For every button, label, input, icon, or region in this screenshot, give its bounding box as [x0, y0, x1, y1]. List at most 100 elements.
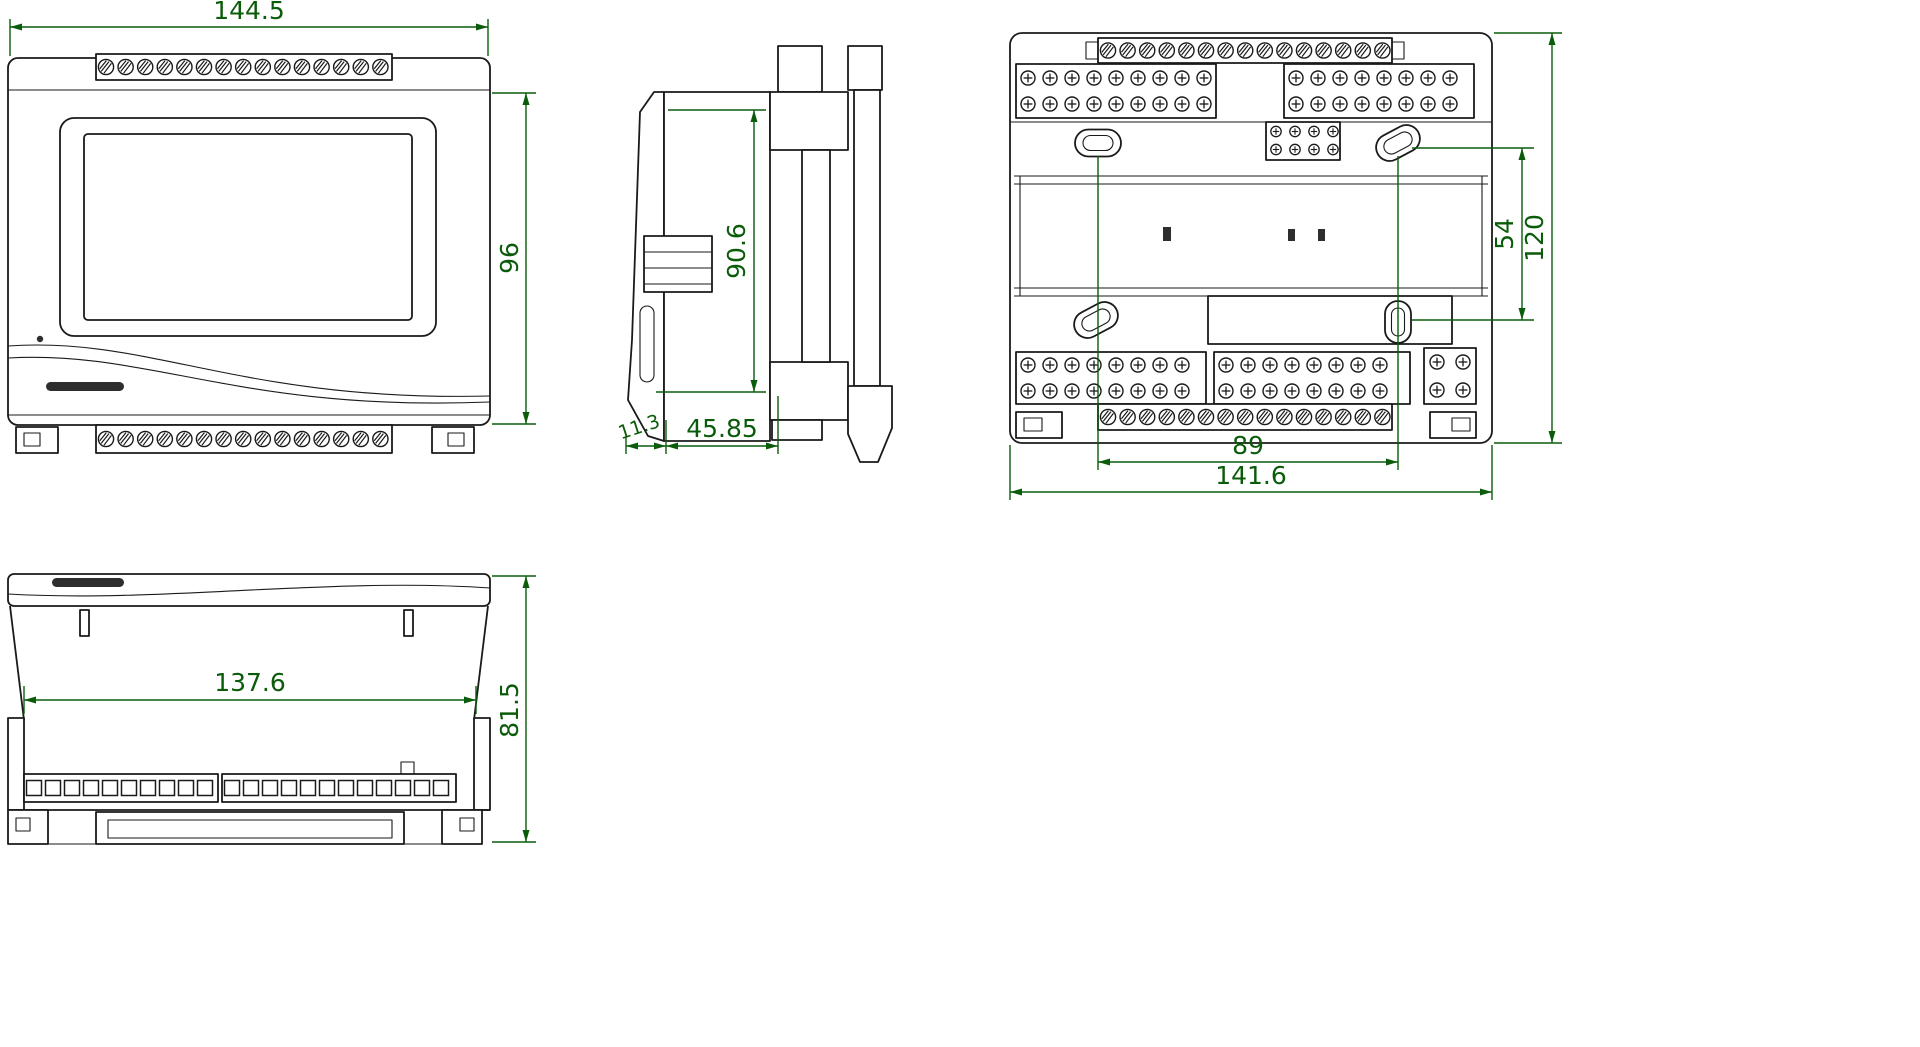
front-top-screws: [97, 58, 389, 76]
screw-hatch: [1374, 408, 1391, 426]
screw-hatch: [274, 430, 291, 448]
side-slot: [639, 305, 655, 383]
screw-cross: [1332, 96, 1348, 112]
screw-hatch: [1217, 42, 1234, 59]
screw-hatch: [1178, 408, 1195, 426]
dim-side-depth: 45.85: [665, 396, 779, 454]
screw-hatch: [176, 58, 193, 76]
screw-hatch: [1119, 42, 1136, 59]
front-swoosh-lower: [7, 356, 491, 404]
screw-hatch: [1236, 408, 1254, 426]
screw-hatch: [352, 430, 370, 448]
front-view: [7, 53, 491, 454]
screw-cross: [1108, 70, 1124, 86]
screw-cross: [1332, 70, 1348, 86]
screw-cross: [1372, 357, 1388, 373]
screw-cross: [1042, 383, 1058, 399]
screw-hatch: [1315, 408, 1332, 426]
screw-cross: [1086, 383, 1102, 399]
screw-cross: [1174, 383, 1190, 399]
sq-term: [356, 779, 374, 797]
screw-hatch: [332, 430, 350, 448]
screw-hatch: [293, 430, 311, 448]
screw-hatch: [1276, 42, 1293, 59]
screw-hatch: [332, 58, 350, 76]
screw-hatch: [313, 430, 330, 448]
sq-term: [242, 779, 260, 797]
screw-cross: [1310, 96, 1326, 112]
status-led: [36, 335, 44, 343]
screw-hatch: [1295, 42, 1313, 59]
screw-cross-sm: [1308, 125, 1320, 138]
screw-hatch: [195, 58, 213, 76]
screw-hatch: [1158, 408, 1176, 426]
screw-cross: [1442, 70, 1458, 86]
side-view: [627, 45, 893, 463]
sq-term: [261, 779, 279, 797]
front-left-foot: [15, 426, 59, 454]
dim-label-rear-slot-h: 89: [1232, 431, 1264, 460]
screw-hatch: [1334, 42, 1352, 59]
screw-cross-sm: [1289, 125, 1301, 138]
screw-cross: [1455, 382, 1471, 398]
dim-label-front-width: 144.5: [213, 0, 285, 25]
screw-cross: [1398, 96, 1414, 112]
screw-hatch: [1276, 408, 1293, 426]
screw-cross: [1064, 96, 1080, 112]
sq-term: [413, 779, 431, 797]
dim-label-side-height: 90.6: [722, 223, 751, 279]
screw-cross: [1306, 383, 1322, 399]
screw-cross: [1354, 96, 1370, 112]
screw-cross: [1152, 357, 1168, 373]
screw-cross: [1442, 96, 1458, 112]
screw-hatch: [352, 58, 370, 76]
dim-label-bottom-depth: 81.5: [495, 682, 524, 738]
sq-term: [120, 779, 138, 797]
screw-cross: [1306, 357, 1322, 373]
screw-hatch: [1334, 408, 1352, 426]
bottom-left-rail: [7, 717, 25, 811]
screw-hatch: [1099, 408, 1117, 426]
screw-hatch: [254, 430, 272, 448]
rear-right-foot: [1429, 411, 1477, 439]
screw-cross: [1350, 357, 1366, 373]
screw-hatch: [1197, 42, 1215, 59]
screw-cross: [1152, 70, 1168, 86]
screw-hatch: [234, 430, 252, 448]
sq-term: [299, 779, 317, 797]
screw-cross: [1130, 96, 1146, 112]
screw-cross-sm: [1327, 125, 1339, 138]
dim-rear-slot-span-horizontal: 89: [1097, 156, 1399, 470]
screw-hatch: [1354, 42, 1372, 59]
screw-cross: [1042, 357, 1058, 373]
screw-hatch: [156, 58, 174, 76]
screw-hatch: [1354, 408, 1372, 426]
screw-hatch: [1256, 408, 1274, 426]
screw-hatch: [1119, 408, 1136, 426]
screw-hatch: [1295, 408, 1313, 426]
sq-term: [139, 779, 157, 797]
sq-term: [318, 779, 336, 797]
screw-cross: [1020, 70, 1036, 86]
front-swoosh-upper: [7, 344, 491, 397]
sq-term: [337, 779, 355, 797]
screw-cross: [1174, 357, 1190, 373]
screw-cross: [1398, 70, 1414, 86]
screw-hatch: [215, 430, 232, 448]
screw-cross: [1130, 383, 1146, 399]
bottom-left-post: [79, 609, 90, 637]
rear-bottom-strip-screws: [1099, 408, 1391, 426]
dim-label-rear-height: 120: [1520, 214, 1549, 262]
din-hook-top: [847, 45, 883, 91]
mounting-slot-top-right: [1375, 124, 1421, 162]
side-bottom-step: [771, 419, 823, 441]
side-top-arm: [769, 91, 849, 151]
screw-cross: [1064, 357, 1080, 373]
screw-cross: [1429, 382, 1445, 398]
rear-slot-hole: [1163, 227, 1171, 241]
screw-hatch: [1197, 408, 1215, 426]
side-bottom-arm: [769, 361, 849, 421]
side-connector-block: [643, 235, 713, 293]
screw-cross: [1284, 357, 1300, 373]
